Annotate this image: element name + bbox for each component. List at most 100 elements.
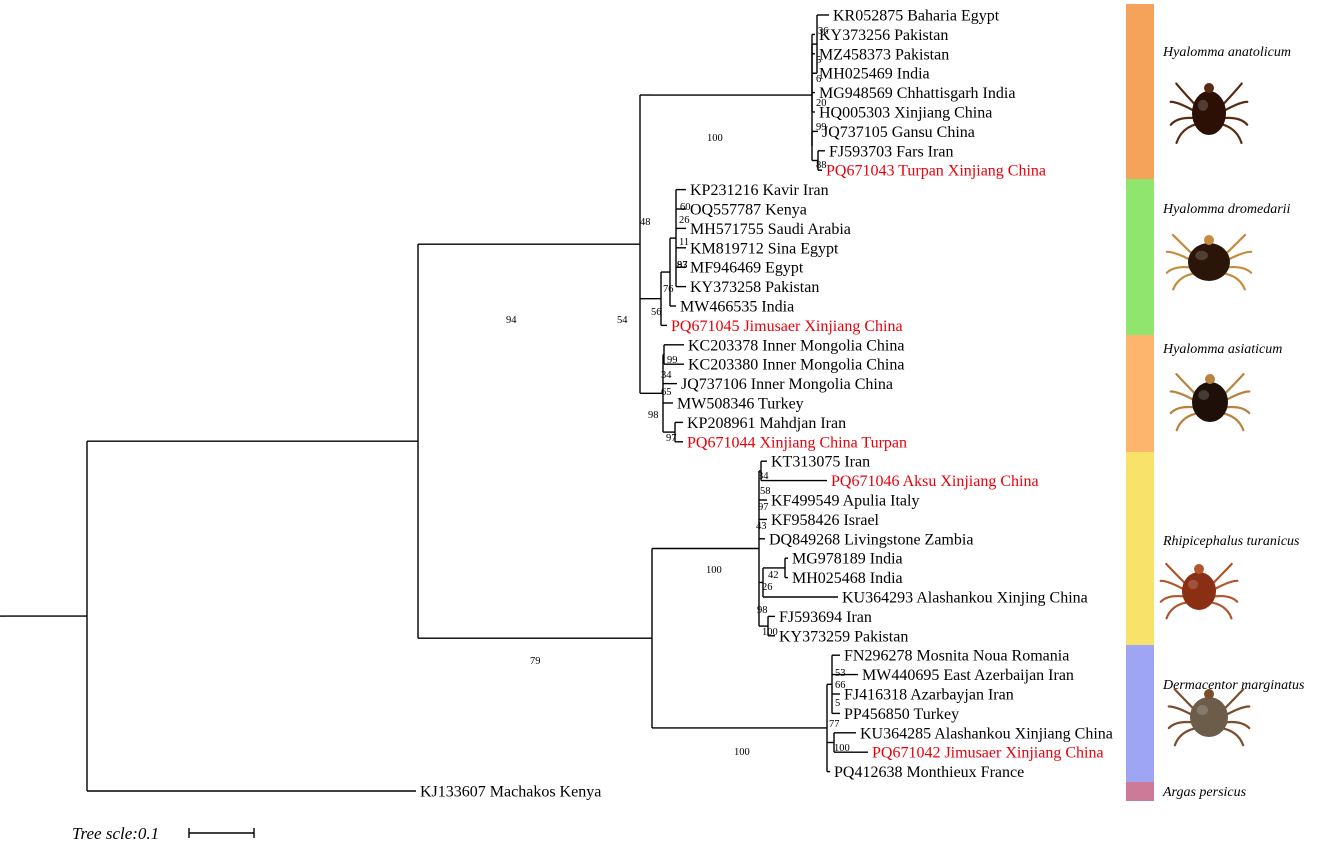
tip-label: KF958426 Israel bbox=[771, 512, 880, 529]
tip-label: PQ412638 Monthieux France bbox=[834, 764, 1024, 781]
support-value: 60 bbox=[680, 202, 691, 213]
support-values: 3656209988100602611879376564899346598975… bbox=[506, 26, 850, 758]
tip-label: KY373258 Pakistan bbox=[690, 279, 819, 296]
clade-bar bbox=[1126, 782, 1154, 801]
support-value: 99 bbox=[667, 355, 678, 366]
tip-label: KU364293 Alashankou Xinjing China bbox=[842, 590, 1088, 607]
tip-label: MG948569 Chhattisgarh India bbox=[819, 85, 1015, 102]
clade-species-name: Hyalomma anatolicum bbox=[1162, 45, 1291, 60]
tip-label: MH571755 Saudi Arabia bbox=[690, 221, 851, 238]
tree-branches bbox=[0, 14, 868, 792]
tip-label: MH025468 India bbox=[792, 570, 903, 587]
tip-label: PQ671045 Jimusaer Xinjiang China bbox=[671, 318, 903, 335]
tick-specimen-image bbox=[1165, 233, 1253, 291]
support-value: 56 bbox=[651, 307, 662, 318]
tip-label: KY373256 Pakistan bbox=[819, 27, 948, 44]
clade-species-name: Rhipicephalus turanicus bbox=[1162, 534, 1300, 549]
support-value: 11 bbox=[679, 237, 689, 248]
tip-label: KT313075 Iran bbox=[771, 454, 870, 471]
support-value: 5 bbox=[816, 55, 821, 66]
support-value: 99 bbox=[816, 122, 827, 133]
tick-specimen-image bbox=[1167, 688, 1251, 747]
tip-label: MG978189 India bbox=[792, 551, 903, 568]
clade-species-name: Dermacentor marginatus bbox=[1162, 678, 1305, 693]
tip-label: KC203380 Inner Mongolia China bbox=[688, 357, 904, 374]
scale-bar-label: Tree scle:0.1 bbox=[72, 824, 159, 843]
support-value: 26 bbox=[679, 215, 690, 226]
tip-label: KF499549 Apulia Italy bbox=[771, 493, 919, 510]
tip-label: MH025469 India bbox=[819, 66, 930, 83]
support-value: 42 bbox=[768, 570, 779, 581]
support-value: 79 bbox=[530, 656, 541, 667]
tip-label: PP456850 Turkey bbox=[844, 706, 959, 723]
support-value: 97 bbox=[758, 502, 769, 513]
support-value: 100 bbox=[834, 743, 850, 754]
support-value: 98 bbox=[648, 410, 659, 421]
support-value: 100 bbox=[734, 747, 750, 758]
tip-label: KP231216 Kavir Iran bbox=[690, 182, 829, 199]
tip-label: DQ849268 Livingstone Zambia bbox=[769, 531, 973, 548]
support-value: 100 bbox=[762, 627, 778, 638]
tip-label: FJ593694 Iran bbox=[779, 609, 872, 626]
support-value: 98 bbox=[757, 605, 768, 616]
clade-color-bars bbox=[1126, 4, 1154, 801]
support-value: 87 bbox=[677, 260, 688, 271]
clade-species-name: Argas persicus bbox=[1162, 785, 1247, 800]
support-value: 34 bbox=[758, 471, 769, 482]
support-value: 94 bbox=[506, 315, 517, 326]
support-value: 88 bbox=[816, 160, 827, 171]
tip-label: KM819712 Sina Egypt bbox=[690, 240, 839, 257]
tip-label: KC203378 Inner Mongolia China bbox=[688, 337, 904, 354]
tip-label: MZ458373 Pakistan bbox=[819, 46, 949, 63]
support-value: 36 bbox=[818, 26, 829, 37]
clade-bar bbox=[1126, 4, 1154, 179]
tip-label: PQ671046 Aksu Xinjiang China bbox=[831, 473, 1039, 490]
clade-species-name: Hyalomma dromedarii bbox=[1162, 202, 1291, 217]
clade-bar bbox=[1126, 179, 1154, 335]
clade-bar bbox=[1126, 335, 1154, 452]
clade-bar bbox=[1126, 452, 1154, 645]
support-value: 93 bbox=[677, 260, 688, 271]
support-value: 48 bbox=[640, 217, 651, 228]
support-value: 6 bbox=[816, 74, 821, 85]
support-value: 97 bbox=[666, 433, 677, 444]
tip-label: FN296278 Mosnita Noua Romania bbox=[844, 648, 1069, 665]
support-value: 43 bbox=[756, 521, 767, 532]
support-value: 77 bbox=[829, 719, 840, 730]
support-value: 58 bbox=[760, 486, 771, 497]
support-value: 65 bbox=[661, 387, 672, 398]
tip-label: KJ133607 Machakos Kenya bbox=[420, 784, 601, 801]
tip-label: KR052875 Baharia Egypt bbox=[833, 8, 1000, 25]
tip-label: FJ416318 Azarbayjan Iran bbox=[844, 687, 1014, 704]
tick-specimen-illustrations bbox=[1159, 82, 1253, 747]
support-value: 66 bbox=[835, 680, 846, 691]
clade-bar bbox=[1126, 645, 1154, 782]
tip-label: KP208961 Mahdjan Iran bbox=[687, 415, 846, 432]
tick-specimen-image bbox=[1169, 82, 1249, 144]
support-value: 76 bbox=[663, 284, 674, 295]
support-value: 5 bbox=[835, 698, 840, 709]
support-value: 34 bbox=[661, 370, 672, 381]
scale-bar: Tree scle:0.1 bbox=[72, 824, 255, 843]
tick-specimen-image bbox=[1169, 373, 1251, 432]
tip-label: PQ671044 Xinjiang China Turpan bbox=[687, 434, 907, 451]
tip-label: KU364285 Alashankou Xinjiang China bbox=[860, 725, 1113, 742]
tip-label: HQ005303 Xinjiang China bbox=[819, 105, 992, 122]
support-value: 20 bbox=[816, 98, 827, 109]
tip-label: MW508346 Turkey bbox=[677, 396, 804, 413]
tip-label: MF946469 Egypt bbox=[690, 260, 804, 277]
tip-label: MW440695 East Azerbaijan Iran bbox=[862, 667, 1074, 684]
tip-label: PQ671042 Jimusaer Xinjiang China bbox=[872, 745, 1104, 762]
support-value: 100 bbox=[706, 565, 722, 576]
tip-label: PQ671043 Turpan Xinjiang China bbox=[826, 163, 1046, 180]
tip-label: JQ737105 Gansu China bbox=[822, 124, 975, 141]
tip-label: KY373259 Pakistan bbox=[779, 628, 908, 645]
support-value: 54 bbox=[617, 315, 628, 326]
tip-label: FJ593703 Fars Iran bbox=[829, 143, 953, 160]
clade-species-name: Hyalomma asiaticum bbox=[1162, 342, 1282, 357]
support-value: 53 bbox=[835, 668, 846, 679]
support-value: 26 bbox=[762, 582, 773, 593]
